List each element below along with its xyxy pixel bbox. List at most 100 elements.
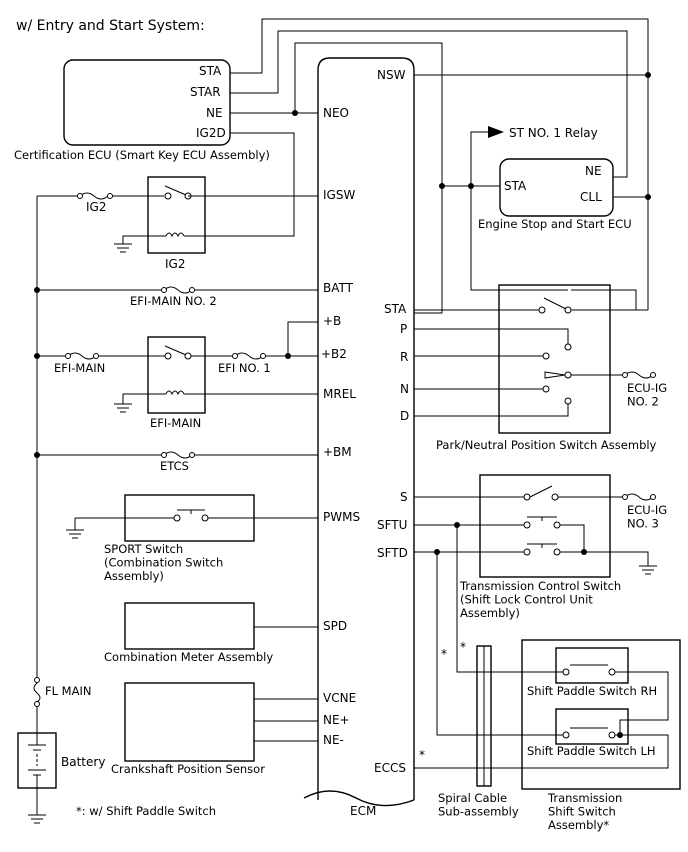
pin-ne-minus: NE- xyxy=(323,733,344,747)
combination-meter-label: Combination Meter Assembly xyxy=(104,650,273,664)
pin-sftu: SFTU xyxy=(377,518,407,532)
engine-stop-start-ecu-box xyxy=(499,158,614,217)
esu-pin-ne: NE xyxy=(585,164,602,178)
pin-n: N xyxy=(400,382,409,396)
pin-plus-b: +B xyxy=(323,314,341,328)
pnp-switch-label: Park/Neutral Position Switch Assembly xyxy=(436,438,657,452)
cert-pin-star: STAR xyxy=(190,85,221,99)
pin-d: D xyxy=(400,409,409,423)
certification-ecu-box xyxy=(63,59,231,146)
star-marker-1: * xyxy=(460,640,466,654)
pin-s: S xyxy=(400,490,408,504)
efi-main-relay-internals xyxy=(114,345,318,413)
junction xyxy=(617,732,623,738)
top-wiring xyxy=(190,18,649,314)
ecm-right-pins: NSW STA P R N D S SFTU SFTD ECCS xyxy=(374,68,409,775)
junction xyxy=(34,452,40,458)
power-bus xyxy=(36,195,164,680)
pin-plus-bm: +BM xyxy=(323,445,352,459)
pin-pwms: PWMS xyxy=(323,510,360,524)
crankshaft-sensor-label: Crankshaft Position Sensor xyxy=(111,762,265,776)
fl-main-fuse xyxy=(33,677,41,707)
efi-main-relay-box xyxy=(147,336,206,414)
ecm-left-pins: NEO IGSW BATT +B +B2 MREL +BM PWMS SPD V… xyxy=(321,106,360,747)
tss-box xyxy=(521,639,681,790)
ig2-relay-internals xyxy=(114,185,318,253)
esu-pin-cll: CLL xyxy=(580,190,602,204)
efi-no1-fuse-label: EFI NO. 1 xyxy=(218,361,271,375)
junction xyxy=(292,110,298,116)
paddle-lh-label: Shift Paddle Switch LH xyxy=(527,744,656,758)
efi-main-no2-label: EFI-MAIN NO. 2 xyxy=(130,294,217,308)
combination-meter-box xyxy=(124,602,255,650)
junction xyxy=(285,353,291,359)
cert-pin-ne: NE xyxy=(206,106,223,120)
pin-vcne: VCNE xyxy=(323,691,356,705)
pin-sta-ecm: STA xyxy=(384,302,407,316)
efi-main-relay-label: EFI-MAIN xyxy=(150,416,201,430)
etcs-fuse-label: ETCS xyxy=(160,459,189,473)
sta-esu-wiring xyxy=(442,185,568,291)
st-relay-label: ST NO. 1 Relay xyxy=(509,126,598,140)
st-relay-arrow xyxy=(470,126,504,186)
pin-nsw: NSW xyxy=(377,68,406,82)
pin-plus-b2: +B2 xyxy=(321,347,347,361)
crank-wires xyxy=(254,698,318,742)
ecm-box xyxy=(303,57,415,807)
junction xyxy=(468,183,474,189)
crankshaft-sensor-box xyxy=(124,682,255,762)
star-marker-2: * xyxy=(441,647,447,661)
junction xyxy=(34,287,40,293)
pin-igsw: IGSW xyxy=(323,188,355,202)
diagram-title: w/ Entry and Start System: xyxy=(16,18,205,34)
etcs-line xyxy=(37,451,318,459)
pin-sftd: SFTD xyxy=(377,546,408,560)
paddle-rh-label: Shift Paddle Switch RH xyxy=(527,684,657,698)
pnp-switch-box xyxy=(498,284,611,434)
ig2-fuse-label: IG2 xyxy=(86,200,106,214)
engine-stop-start-ecu-label: Engine Stop and Start ECU xyxy=(478,217,632,231)
paddle-lh-box xyxy=(555,708,629,745)
tcs-label: Transmission Control Switch(Shift Lock C… xyxy=(459,579,621,620)
junction xyxy=(645,72,651,78)
spiral-cable-wiring xyxy=(414,525,498,787)
pin-batt: BATT xyxy=(323,281,354,295)
ig2-fuse xyxy=(77,192,113,200)
star-marker-3: * xyxy=(419,748,425,762)
pnp-wiring xyxy=(414,197,656,417)
pin-eccs: ECCS xyxy=(374,761,406,775)
junction xyxy=(34,353,40,359)
battery-internals xyxy=(28,706,46,824)
b-lines xyxy=(37,321,318,360)
paddle-rh-box xyxy=(555,647,629,684)
pin-r: R xyxy=(400,350,408,364)
pin-p: P xyxy=(400,322,407,336)
batt-line xyxy=(37,286,318,294)
junction xyxy=(439,183,445,189)
cert-pin-ig2d: IG2D xyxy=(196,126,226,140)
tcs-wiring xyxy=(414,485,657,575)
pin-neo: NEO xyxy=(323,106,349,120)
junction xyxy=(581,549,587,555)
battery-label: Battery xyxy=(61,755,105,769)
sport-switch-internals xyxy=(66,509,318,539)
footnote: *: w/ Shift Paddle Switch xyxy=(76,804,216,818)
fl-main-label: FL MAIN xyxy=(45,684,91,698)
ig2-relay-label: IG2 xyxy=(165,257,185,271)
ecm-label: ECM xyxy=(350,804,376,818)
certification-ecu-label: Certification ECU (Smart Key ECU Assembl… xyxy=(14,148,270,162)
pin-ne-plus: NE+ xyxy=(323,713,350,727)
cert-pin-sta: STA xyxy=(199,64,222,78)
ig2-relay-box xyxy=(147,176,206,254)
tcs-box xyxy=(479,474,611,578)
efi-main-fuse-label: EFI-MAIN xyxy=(54,361,105,375)
pin-mrel: MREL xyxy=(323,387,356,401)
pin-spd: SPD xyxy=(323,619,347,633)
esu-pin-sta: STA xyxy=(504,179,527,193)
